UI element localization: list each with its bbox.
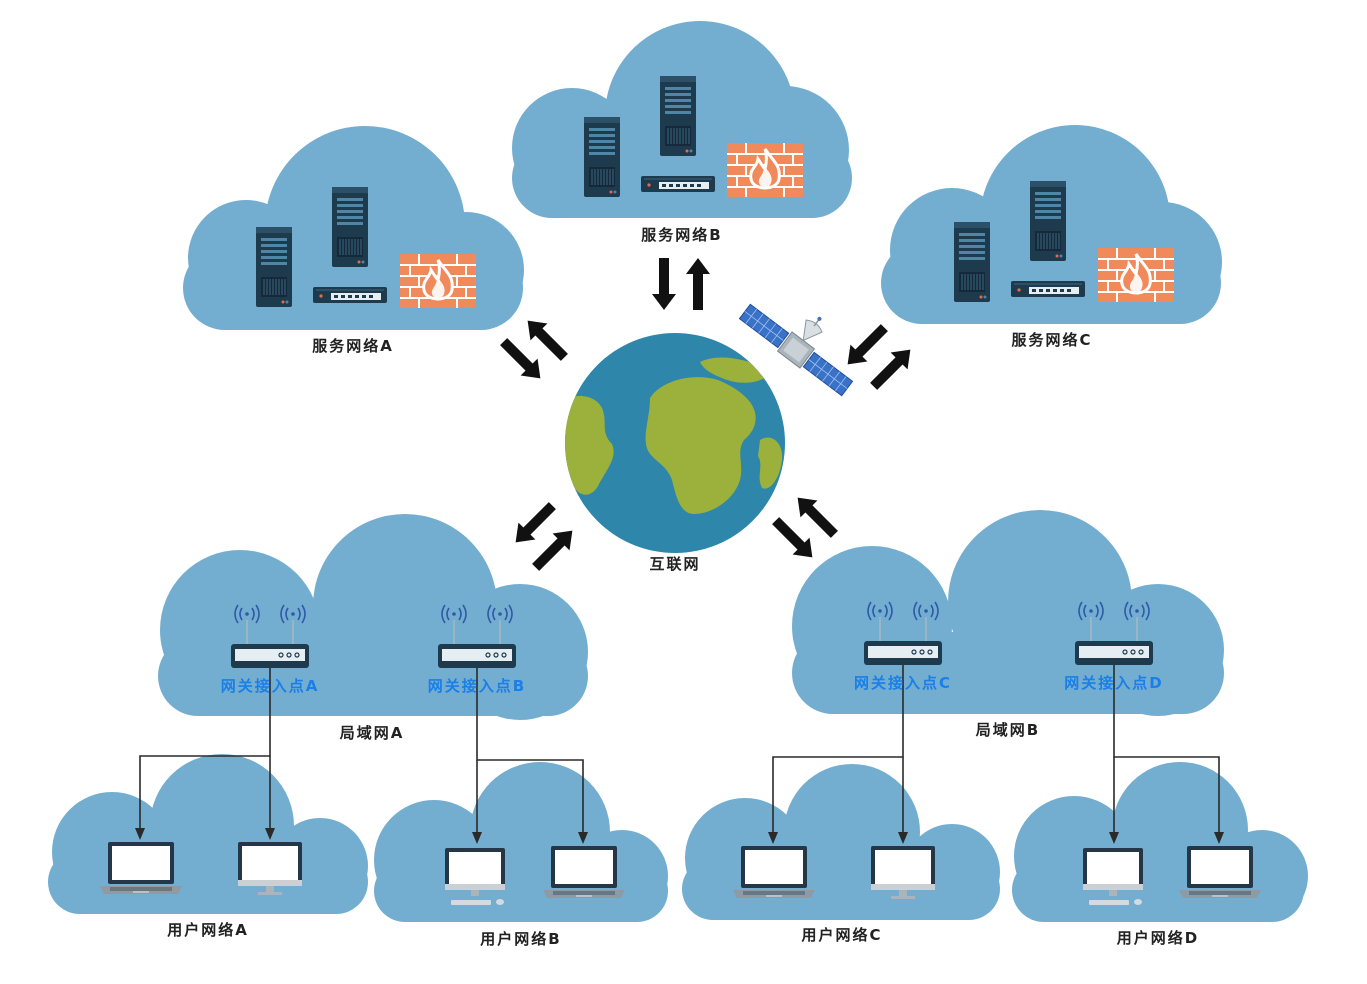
lan-b-label: 局域网B — [975, 721, 1040, 739]
arrow-up-icon — [686, 258, 710, 310]
arrow-down-left-icon — [839, 319, 893, 373]
internet-label: 互联网 — [649, 555, 700, 573]
user-network-d-label: 用户网络D — [1117, 929, 1199, 947]
gateway-d-label: 网关接入点D — [1064, 674, 1163, 692]
server-icon — [1029, 180, 1067, 262]
service-network-a-label: 服务网络A — [312, 337, 394, 355]
arrow-down-right-icon — [767, 512, 821, 566]
gateway-a-label: 网关接入点A — [221, 677, 320, 695]
user-network-c-label: 用户网络C — [801, 926, 882, 944]
connection-arrowheads — [135, 828, 1224, 844]
arrow-down-right-icon — [495, 333, 549, 387]
cloud-user-d — [1012, 762, 1308, 922]
gateway-b-label: 网关接入点B — [428, 677, 526, 695]
server-icon — [659, 75, 697, 157]
lan-a-label: 局域网A — [339, 724, 405, 742]
server-icon — [255, 226, 293, 308]
globe-icon — [565, 333, 785, 553]
arrow-down-icon — [652, 258, 676, 310]
service-network-b-label: 服务网络B — [641, 226, 722, 244]
satellite-icon — [738, 303, 854, 397]
arrow-up-left-icon — [519, 312, 573, 366]
firewall-icon — [725, 141, 805, 199]
switch-icon — [313, 287, 387, 303]
server-icon — [583, 116, 621, 198]
laptop-icon — [100, 842, 182, 894]
switch-icon — [641, 176, 715, 192]
arrow-up-left-icon — [789, 489, 843, 543]
laptop-icon — [543, 846, 625, 898]
firewall-icon — [1096, 246, 1176, 304]
server-icon — [953, 221, 991, 303]
gateway-c-label: 网关接入点C — [854, 674, 952, 692]
cloud-user-b — [374, 762, 668, 922]
laptop-icon — [733, 846, 815, 898]
arrow-up-right-icon — [865, 341, 919, 395]
service-network-c-label: 服务网络C — [1011, 331, 1092, 349]
server-icon — [331, 186, 369, 268]
arrow-down-left-icon — [507, 497, 561, 551]
connection-lines — [139, 665, 1220, 836]
user-network-b-label: 用户网络B — [480, 930, 561, 948]
laptop-icon — [1179, 846, 1261, 898]
user-network-a-label: 用户网络A — [167, 921, 249, 939]
firewall-icon — [398, 252, 478, 310]
switch-icon — [1011, 281, 1085, 297]
arrow-up-right-icon — [527, 522, 581, 576]
cloud-user-c — [682, 764, 1000, 920]
cloud-user-a — [48, 754, 368, 914]
